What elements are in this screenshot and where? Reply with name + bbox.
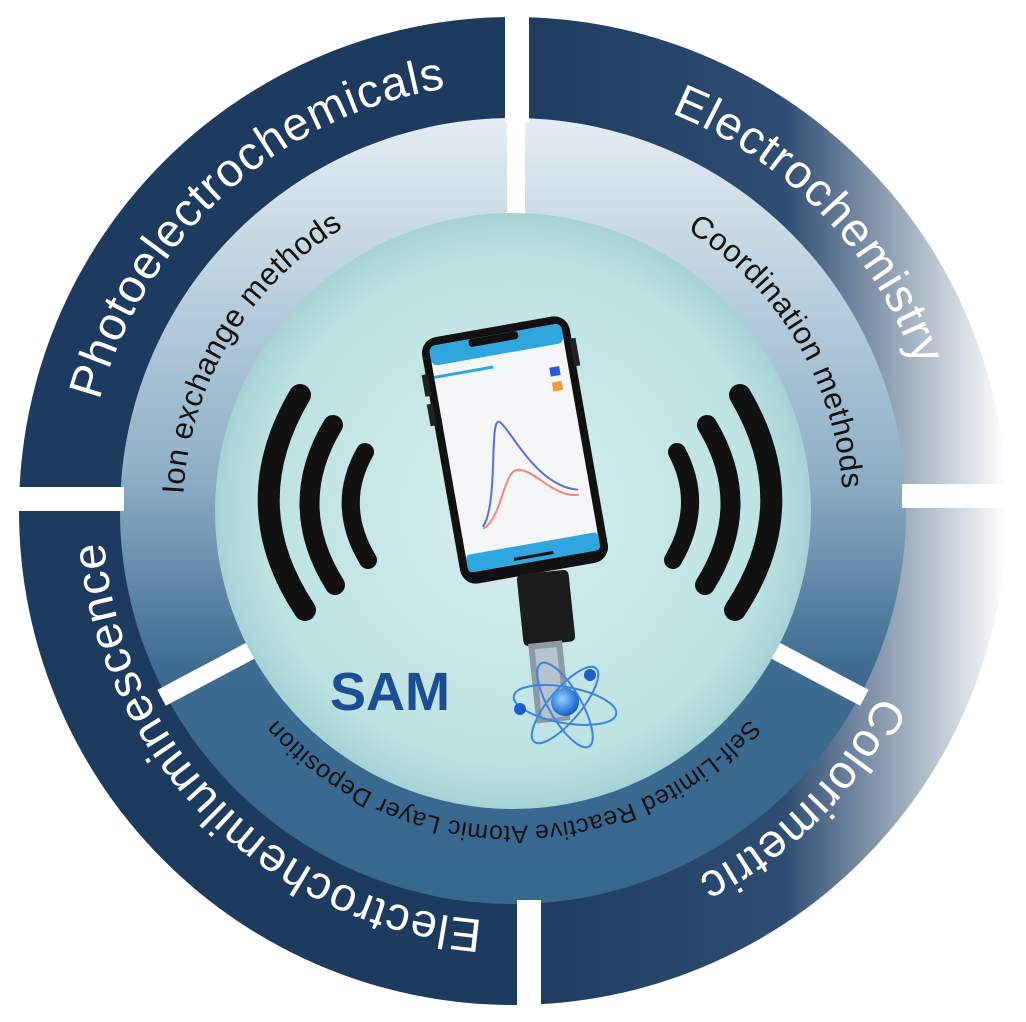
inner-gap-left [157,639,262,706]
curve-red [482,469,579,530]
atom-icon [512,661,618,749]
sam-title: SAM [330,662,450,722]
curve-blue [481,421,578,528]
signal-left-icon [257,384,377,621]
usb-dongle [516,569,576,724]
signal-right-icon [664,384,783,621]
gap-right [902,484,1026,508]
gap-bottom [517,900,541,1022]
smartphone [421,316,609,584]
inner-gap-right [764,639,869,706]
gap-top [505,0,529,122]
gap-left [0,487,124,511]
